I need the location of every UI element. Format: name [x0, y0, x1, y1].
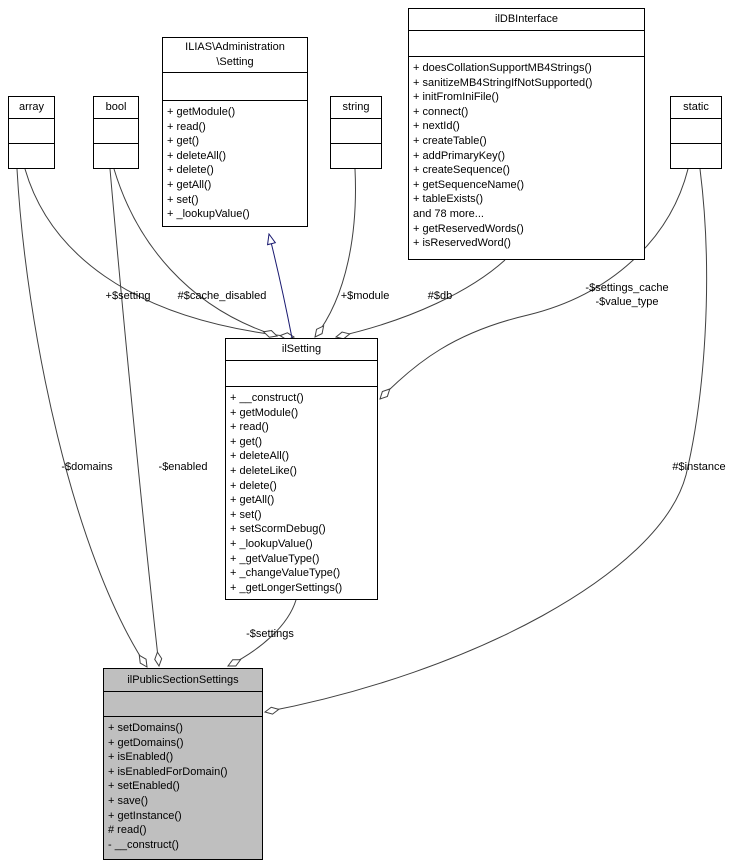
- method-item: + setScormDebug(): [230, 523, 326, 536]
- methods-compartment: [331, 144, 381, 168]
- edge-label-settings-member: -$settings: [246, 628, 294, 640]
- class-node-bool: bool: [93, 96, 139, 169]
- edge-label-module-member: +$module: [340, 290, 390, 302]
- method-item: + isEnabled(): [108, 751, 174, 764]
- edge-label-cache-disabled-member: #$cache_disabled: [177, 290, 267, 302]
- method-item: + addPrimaryKey(): [413, 149, 506, 162]
- method-item: + deleteAll(): [230, 450, 290, 463]
- class-node-ilias-administration-setting[interactable]: ILIAS\Administration \Setting + getModul…: [162, 37, 308, 227]
- method-item: + getModule(): [167, 106, 236, 118]
- method-item: and 78 more...: [413, 207, 484, 220]
- method-item: + getDomains(): [108, 736, 184, 749]
- method-item: + _getValueType(): [230, 552, 320, 565]
- method-item: + get(): [230, 435, 263, 448]
- class-node-array: array: [8, 96, 55, 169]
- edge-label-instance-member: #$instance: [672, 461, 726, 473]
- method-item: + save(): [108, 794, 149, 807]
- method-item: + nextId(): [413, 120, 460, 133]
- class-title: ilPublicSectionSettings: [104, 669, 262, 692]
- edge-usage-ilsetting-ilpublicsectionsettings: [228, 599, 297, 666]
- method-item: + deleteAll(): [167, 149, 227, 162]
- edge-label-settings-cache-member: -$settings_cache -$value_type: [585, 282, 669, 308]
- methods-compartment: + doesCollationSupportMB4Strings() + sani…: [409, 57, 644, 259]
- method-item: + read(): [230, 421, 269, 434]
- attributes-compartment: [409, 31, 644, 57]
- method-item: + __construct(): [230, 392, 304, 404]
- edge-usage-bool-ilpublicsectionsettings: [109, 168, 159, 666]
- edge-label-db-member: #$db: [427, 290, 453, 302]
- attributes-compartment: [9, 119, 54, 144]
- edge-label-setting-member: +$setting: [105, 290, 151, 302]
- method-item: + getModule(): [230, 406, 299, 419]
- method-item: + _getLongerSettings(): [230, 581, 343, 594]
- method-item: # read(): [108, 824, 147, 837]
- method-item: + getSequenceName(): [413, 178, 524, 191]
- class-title: bool: [94, 97, 138, 119]
- class-node-ildbinterface[interactable]: ilDBInterface + doesCollationSupportMB4S…: [408, 8, 645, 260]
- class-title: ILIAS\Administration \Setting: [163, 38, 307, 73]
- method-item: + sanitizeMB4StringIfNotSupported(): [413, 76, 593, 89]
- methods-compartment: + getModule() + read() + get()+ deleteAll(…: [163, 101, 307, 226]
- method-item: + setEnabled(): [108, 780, 180, 793]
- class-node-ilpublicsectionsettings: ilPublicSectionSettings + setDomains()+ …: [103, 668, 263, 860]
- edge-usage-bool-ilsetting: [113, 168, 277, 336]
- attributes-compartment: [671, 119, 721, 144]
- edge-usage-array-ilpublicsectionsettings: [16, 168, 147, 667]
- attributes-compartment: [94, 119, 138, 144]
- method-item: + _lookupValue(): [230, 537, 313, 550]
- method-item: + tableExists(): [413, 193, 483, 206]
- class-node-static: static: [670, 96, 722, 169]
- method-item: + delete(): [167, 164, 214, 177]
- edge-inheritance-ilsetting-setting: [269, 234, 293, 339]
- class-title: static: [671, 97, 721, 119]
- attributes-compartment: [226, 361, 377, 387]
- method-item: + getReservedWords(): [413, 222, 524, 235]
- method-item: + isReservedWord(): [413, 237, 511, 250]
- class-title: ilSetting: [226, 339, 377, 361]
- method-item: + getInstance(): [108, 809, 182, 822]
- methods-compartment: [9, 144, 54, 168]
- method-item: + _changeValueType(): [230, 567, 341, 580]
- method-item: + read(): [167, 120, 206, 133]
- edge-label-domains-member: -$domains: [61, 461, 113, 473]
- class-title: array: [9, 97, 54, 119]
- attributes-compartment: [331, 119, 381, 144]
- method-item: + initFromIniFile(): [413, 91, 499, 104]
- methods-compartment: [671, 144, 721, 168]
- method-item: + connect(): [413, 105, 469, 118]
- method-item: + setDomains(): [108, 722, 183, 734]
- attributes-compartment: [163, 73, 307, 101]
- edge-usage-array-ilsetting: [24, 168, 294, 337]
- class-node-ilsetting[interactable]: ilSetting + __construct() + getModule() + …: [225, 338, 378, 600]
- method-item: + doesCollationSupportMB4Strings(): [413, 62, 592, 74]
- edge-usage-static-ilpublicsectionsettings: [265, 168, 708, 712]
- method-item: - __construct(): [108, 838, 179, 851]
- methods-compartment: + setDomains() + getDomains() + isEnabled(…: [104, 717, 262, 859]
- class-node-string: string: [330, 96, 382, 169]
- method-item: + getAll(): [167, 178, 212, 191]
- method-item: + deleteLike(): [230, 464, 297, 477]
- method-item: + set(): [167, 193, 199, 206]
- method-item: + getAll(): [230, 494, 275, 507]
- method-item: + get(): [167, 135, 200, 148]
- edge-usage-ildbinterface-ilsetting: [336, 259, 506, 337]
- edge-usage-string-ilsetting: [315, 168, 356, 337]
- edge-label-enabled-member: -$enabled: [158, 461, 208, 473]
- class-title: ilDBInterface: [409, 9, 644, 31]
- class-title: string: [331, 97, 381, 119]
- method-item: + set(): [230, 508, 262, 521]
- method-item: + _lookupValue(): [167, 208, 250, 221]
- method-item: + isEnabledForDomain(): [108, 765, 228, 778]
- attributes-compartment: [104, 692, 262, 717]
- edge-usage-static-ilsetting: [380, 168, 689, 399]
- methods-compartment: + __construct()+ getModule()+ read()+ ge…: [226, 387, 377, 599]
- methods-compartment: [94, 144, 138, 168]
- method-item: + delete(): [230, 479, 277, 492]
- method-item: + createSequence(): [413, 164, 510, 177]
- method-item: + createTable(): [413, 134, 487, 147]
